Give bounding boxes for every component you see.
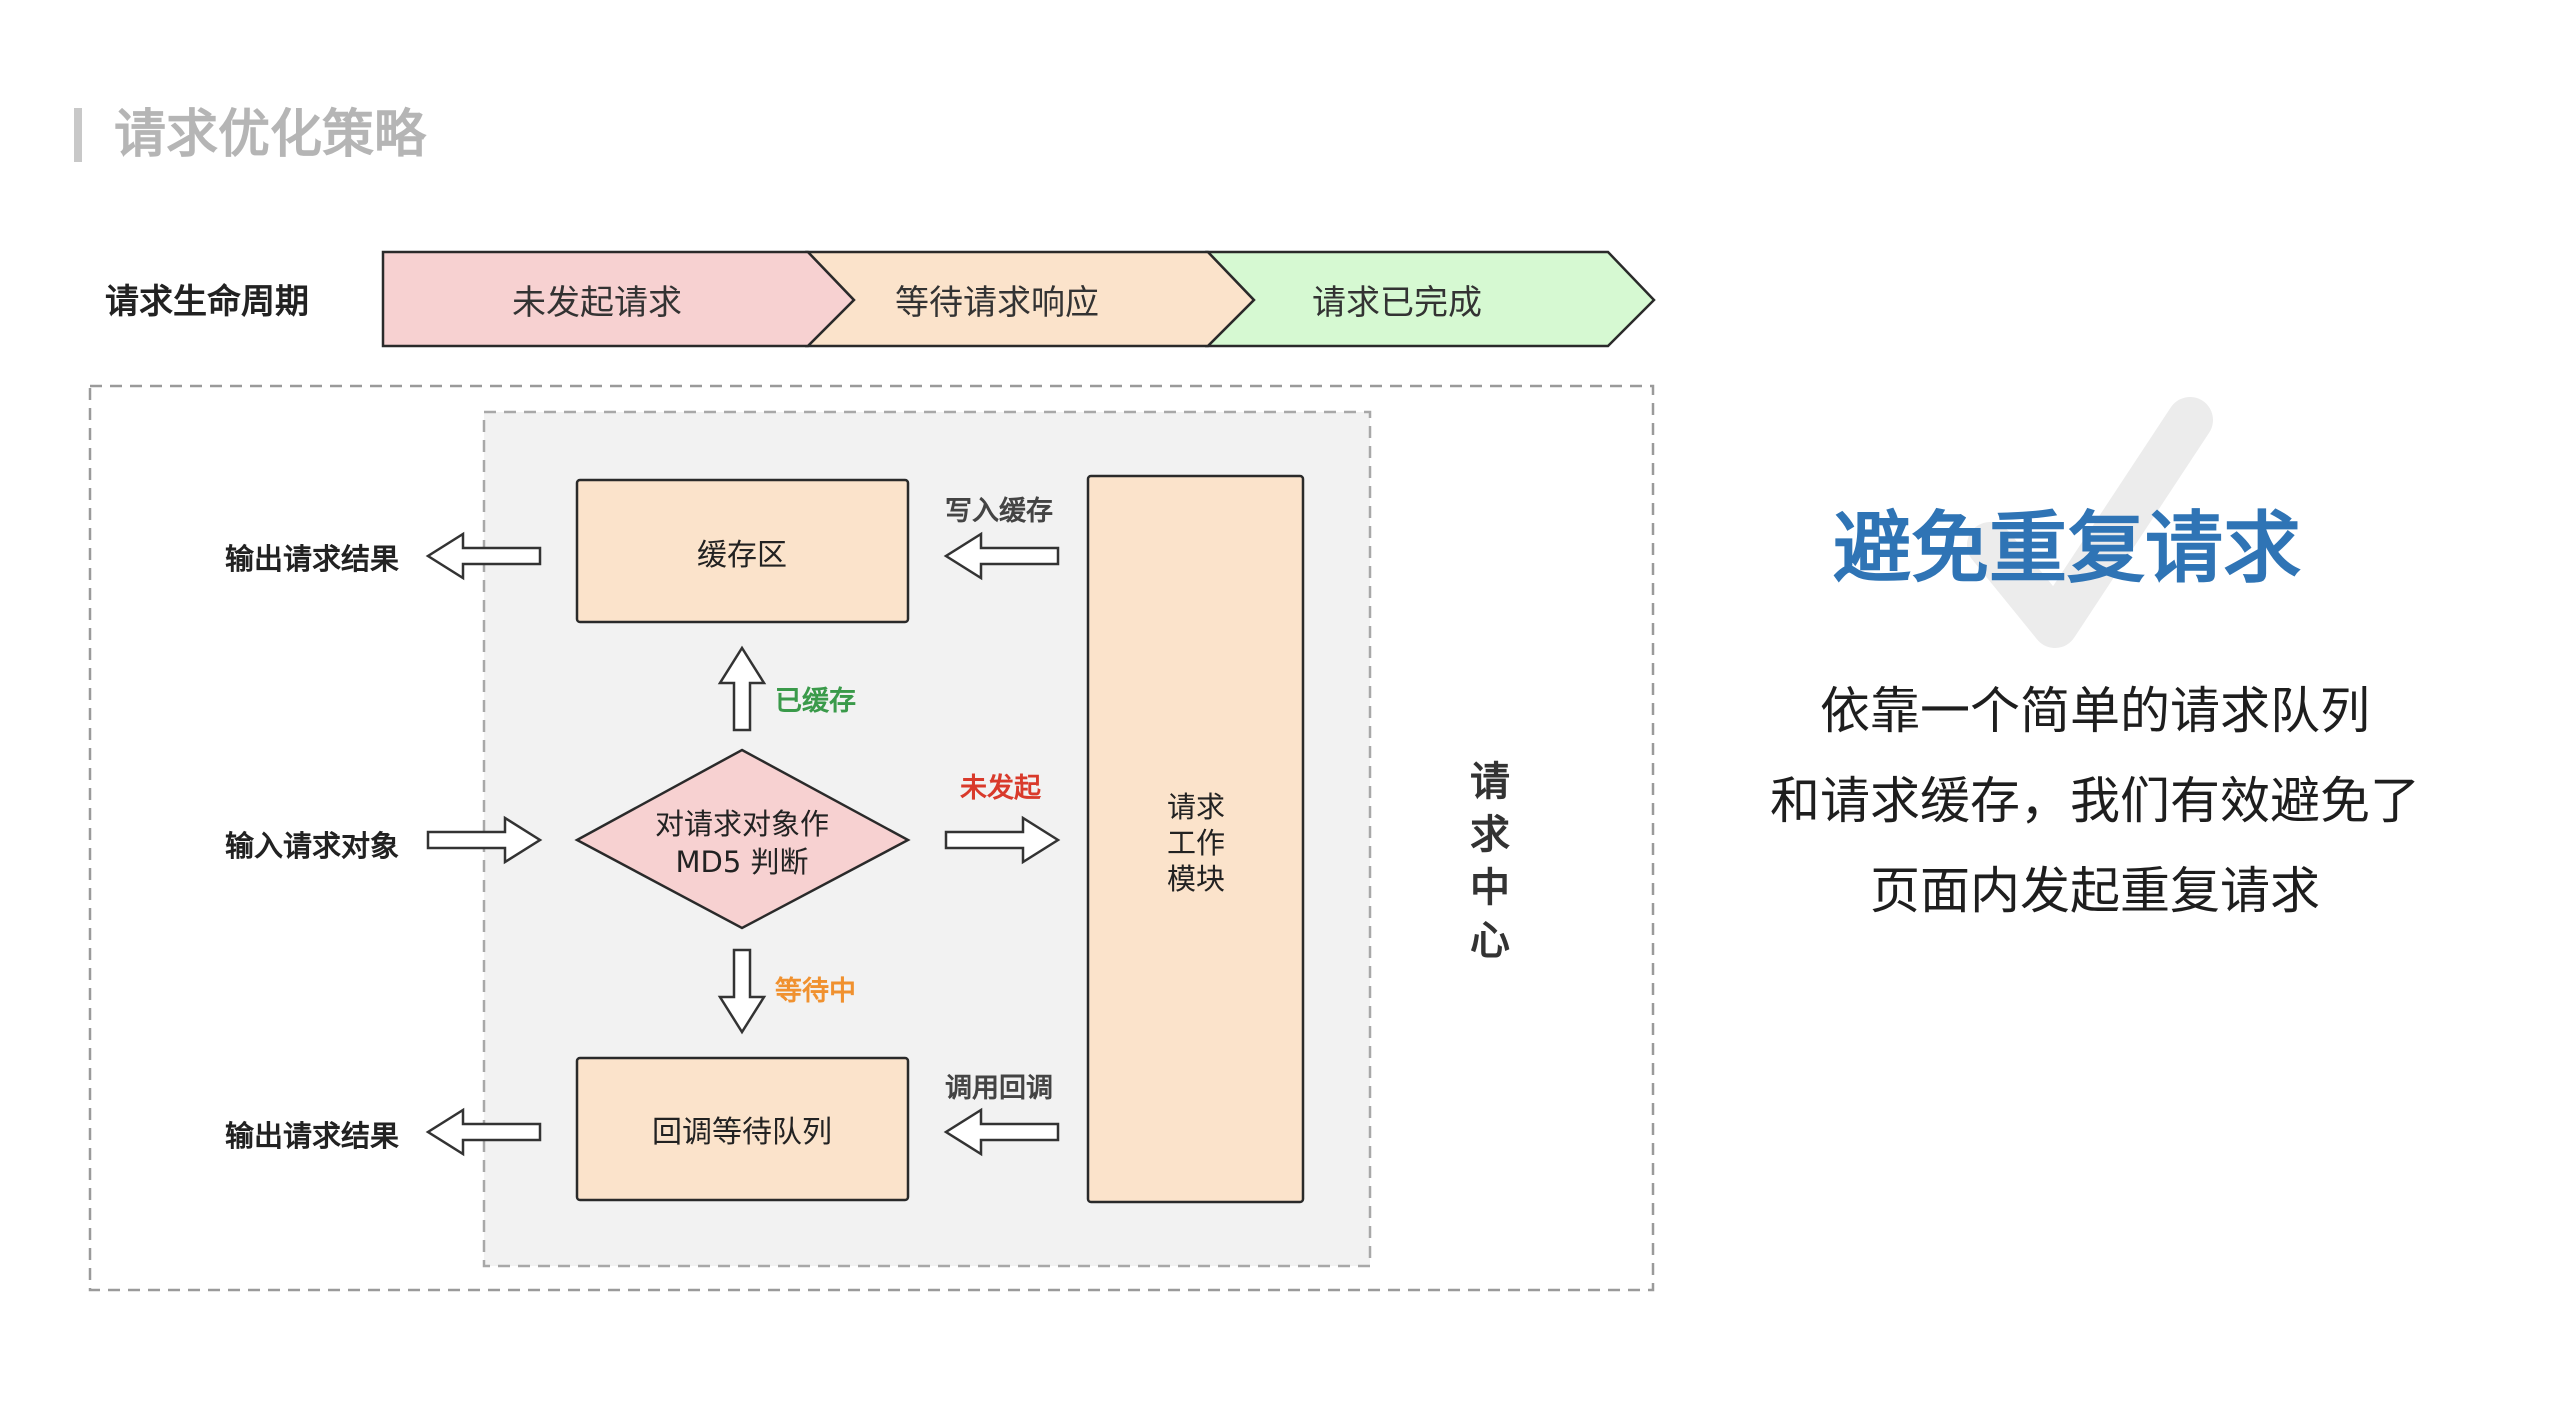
callback-queue-label: 回调等待队列 (652, 1115, 832, 1150)
write-cache-label: 写入缓存 (945, 496, 1053, 527)
output-result-bottom-label: 输出请求结果 (225, 1119, 399, 1153)
panel-desc-line1: 依靠一个简单的请求队列 (1820, 682, 2370, 740)
stage-waiting-label: 等待请求响应 (895, 283, 1099, 323)
arrow-write-cache (943, 531, 1060, 581)
diamond-line1: 对请求对象作 (655, 807, 829, 841)
md5-decision-diamond (574, 748, 911, 930)
arrow-not-started (944, 815, 1061, 865)
cache-box-label: 缓存区 (697, 538, 787, 573)
cached-label: 已缓存 (775, 686, 856, 717)
arrow-output-top (425, 531, 542, 581)
panel-desc-line3: 页面内发起重复请求 (1870, 862, 2320, 920)
worker-line1: 请求 (1167, 790, 1225, 824)
arrow-waiting (717, 948, 767, 1035)
waiting-label: 等待中 (775, 975, 856, 1007)
section-title-bar (74, 108, 82, 162)
arrow-call-callback (943, 1107, 1060, 1157)
worker-line3: 模块 (1167, 862, 1225, 896)
arrow-output-bottom (425, 1107, 542, 1157)
not-started-label: 未发起 (960, 772, 1042, 804)
request-worker-module (1086, 474, 1305, 1204)
checkmark-watermark-icon (1967, 397, 2213, 648)
request-center-char-1: 请 (1470, 759, 1510, 805)
diamond-line2: MD5 判断 (675, 845, 808, 879)
panel-title: 避免重复请求 (1833, 504, 2301, 594)
cache-box (575, 478, 910, 624)
request-center-char-2: 求 (1470, 812, 1510, 858)
section-title: 请求优化策略 (114, 105, 427, 165)
panel-desc-line2: 和请求缓存，我们有效避免了 (1770, 772, 2420, 830)
output-result-top-label: 输出请求结果 (225, 542, 399, 576)
lifecycle-label: 请求生命周期 (105, 282, 309, 322)
worker-line2: 工作 (1167, 826, 1225, 860)
outer-dashed-container (88, 384, 1655, 1292)
request-center-char-3: 中 (1470, 865, 1510, 911)
arrow-cached (717, 645, 767, 732)
arrow-input-request (426, 815, 543, 865)
callback-queue-box (575, 1056, 910, 1202)
stage-completed-label: 请求已完成 (1312, 283, 1482, 323)
stage-completed (1204, 250, 1656, 348)
stage-not-started-label: 未发起请求 (512, 283, 682, 323)
input-request-label: 输入请求对象 (225, 829, 399, 863)
request-center-char-4: 心 (1470, 918, 1510, 964)
call-callback-label: 调用回调 (945, 1073, 1053, 1104)
